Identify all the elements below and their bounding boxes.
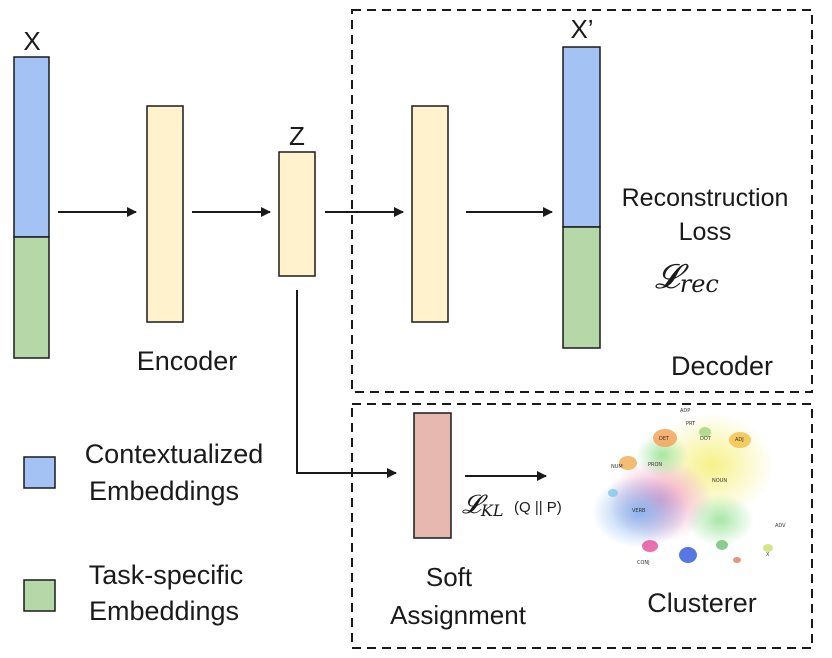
assignment-label: Assignment <box>390 600 527 630</box>
cluster-tag-prt: PRT <box>686 421 696 427</box>
input-contextual-segment <box>13 56 50 238</box>
legend-contextual-line2: Embeddings <box>89 476 239 506</box>
soft-assignment-layer <box>413 412 452 539</box>
reconstruction-label: Reconstruction <box>622 184 789 212</box>
cluster-tag-adv: ADV <box>775 523 786 529</box>
legend-task-line2: Embeddings <box>89 596 239 626</box>
output-label: X’ <box>570 14 593 44</box>
cluster-tag-verb: VERB <box>632 508 646 514</box>
cluster-tag-x: X <box>766 552 770 558</box>
clusterer-region <box>351 403 813 649</box>
legend-task-swatch <box>23 579 56 612</box>
cluster-tag-labels: ADP PRT DET ADJ VERB NOUN NUM PRON DOT C… <box>611 408 786 566</box>
latent-label: Z <box>289 121 305 151</box>
output-task-segment <box>562 226 601 349</box>
decoder-label: Decoder <box>671 351 773 381</box>
legend-contextual-line1: Contextualized <box>85 439 264 469</box>
decoder-region <box>351 9 813 393</box>
input-label: X <box>23 26 40 56</box>
cluster-tag-det: DET <box>659 436 670 442</box>
output-contextual-segment <box>562 46 601 228</box>
cluster-scatter-image: ADP PRT DET ADJ VERB NOUN NUM PRON DOT C… <box>592 408 786 566</box>
kl-loss-symbol: 𝓛KL <box>462 490 503 520</box>
arrow-latent-to-soft-assignment <box>296 290 397 478</box>
soft-label: Soft <box>426 562 473 592</box>
cluster-tag-pron: PRON <box>648 462 662 468</box>
clusterer-label: Clusterer <box>647 588 757 618</box>
cluster-tag-adj: ADJ <box>735 437 744 443</box>
cluster-tag-num: NUM <box>611 464 623 470</box>
kl-loss-args: (Q || P) <box>514 499 562 516</box>
legend: Contextualized Embeddings Task-specific … <box>23 439 264 626</box>
encoder-layer <box>146 105 184 323</box>
latent-layer <box>278 151 316 277</box>
cluster-tag-adp: ADP <box>680 408 690 414</box>
input-task-segment <box>13 236 50 359</box>
decoder-layer <box>411 105 449 323</box>
cluster-tag-conj: CONJ <box>637 560 650 566</box>
cluster-tag-dot: DOT <box>700 436 712 442</box>
legend-contextual-swatch <box>23 456 56 489</box>
legend-task-line1: Task-specific <box>89 560 244 590</box>
encoder-label: Encoder <box>137 346 238 376</box>
loss-label: Loss <box>679 218 732 246</box>
cluster-tag-noun: NOUN <box>712 478 727 484</box>
reconstruction-loss-symbol: 𝓛rec <box>655 257 719 298</box>
